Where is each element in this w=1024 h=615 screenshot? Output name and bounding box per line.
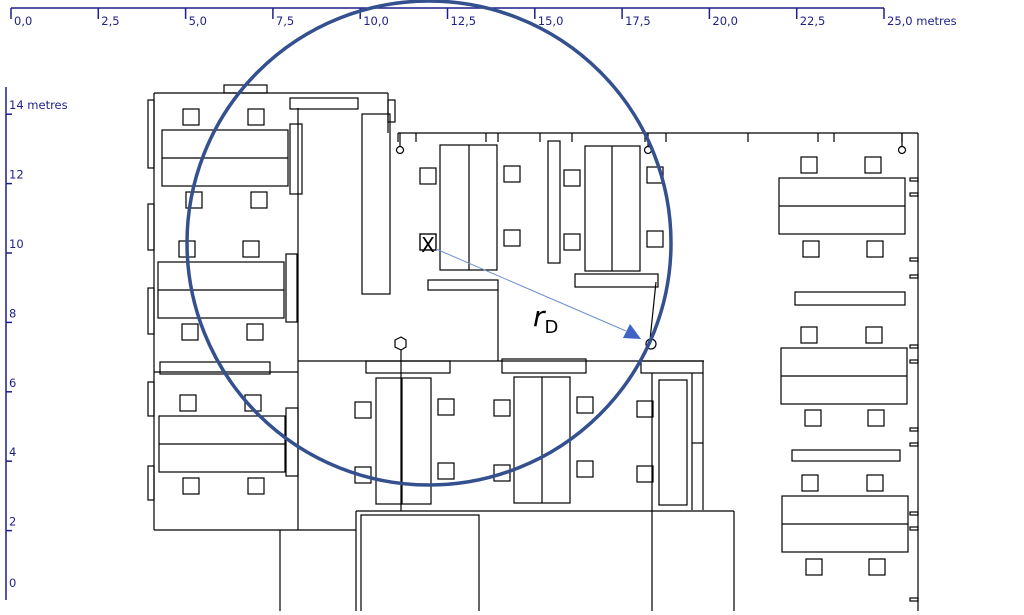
- right-wing-walls: [909, 133, 919, 611]
- radius-circle: [185, 0, 673, 487]
- x-scale-label: 0,0: [14, 14, 32, 28]
- right-wing-chairs: [800, 156, 886, 576]
- point-x-label: X: [421, 233, 435, 257]
- left-wing-chairs: [178, 108, 268, 495]
- x-scale-label: 20,0: [712, 14, 738, 28]
- lower-block: [279, 510, 735, 614]
- central-desks: [375, 140, 704, 611]
- y-scale-label: 6: [9, 376, 16, 390]
- floor-plan: [147, 84, 919, 614]
- y-scale-label: 8: [9, 306, 16, 320]
- radius-label-main: r: [533, 300, 546, 333]
- x-scale-label: 10,0: [363, 14, 389, 28]
- point-x-box: [419, 233, 437, 251]
- radius-label-sub: D: [545, 317, 559, 338]
- x-scale-label: 5,0: [189, 14, 207, 28]
- x-scale-bar: 0,0 2,5 5,0 7,5 10,0 12,5 15,0 17,5 20,0 22,5 25,0…: [10, 7, 957, 28]
- x-scale-label: 17,5: [625, 14, 651, 28]
- radius-arrow-line: [435, 248, 627, 332]
- radius-arrowhead: [623, 324, 641, 339]
- x-scale-label: 12,5: [451, 14, 477, 28]
- central-chairs: [354, 165, 664, 484]
- y-scale-label: 0: [9, 576, 16, 590]
- columns: [394, 133, 907, 511]
- x-scale-label: 2,5: [101, 14, 119, 28]
- left-wing-desks: [157, 97, 359, 477]
- central-walls: [298, 99, 918, 374]
- x-scale-label: 15,0: [538, 14, 564, 28]
- x-scale-label: 22,5: [800, 14, 826, 28]
- radius-label: rD: [533, 300, 558, 338]
- y-scale-label: 2: [9, 515, 16, 529]
- right-wing-desks: [778, 177, 909, 553]
- y-scale-label: 4: [9, 445, 16, 459]
- y-scale-bar: 0 2 4 6 8 10 12 14 metres: [5, 87, 68, 600]
- radius-arrow: [435, 248, 641, 339]
- x-scale-label: 7,5: [276, 14, 294, 28]
- x-scale-label: 25,0 metres: [887, 14, 957, 28]
- y-scale-label: 10: [9, 237, 24, 251]
- left-wing-walls: [147, 84, 389, 531]
- y-scale-label: 14 metres: [9, 98, 68, 112]
- point-x-marker: X: [419, 233, 437, 257]
- y-scale-label: 12: [9, 168, 24, 182]
